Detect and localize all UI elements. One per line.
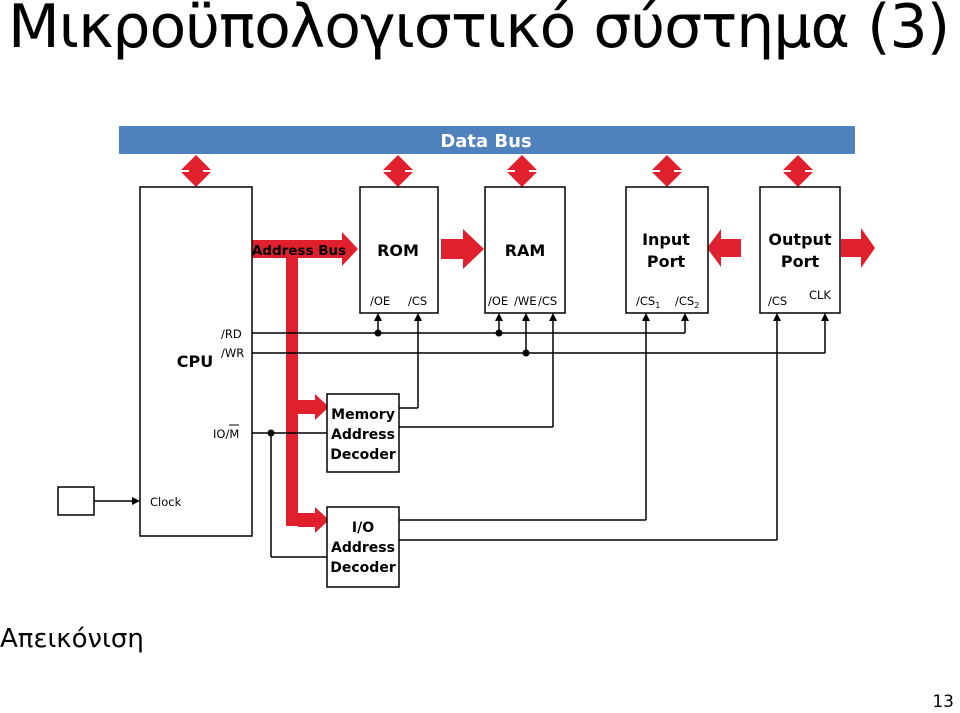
rom-ram-arrow-body (441, 239, 463, 259)
cpu-io-m-label: IO/M (213, 427, 239, 441)
memory-decoder-line2: Address (331, 427, 395, 443)
cpu-data-arrow-shape (181, 155, 211, 187)
cpu-label: CPU (177, 352, 213, 371)
rom-box (359, 186, 439, 314)
cpu-rd-label: /RD (221, 327, 242, 341)
data-bus-arrows (181, 155, 813, 187)
output-port-box (759, 186, 841, 314)
output-port-cs-label: /CS (768, 294, 787, 308)
ram-data-arrow-shape (507, 155, 537, 187)
rom-data-arrow-shape (383, 155, 413, 187)
address-bus (252, 228, 875, 533)
ram-oe-label: /OE (488, 294, 508, 308)
ram-label: RAM (505, 241, 546, 260)
output-port-line1: Output (768, 230, 831, 249)
rom-ram-arrow-head (463, 229, 484, 269)
io-decoder-line2: Address (331, 540, 395, 556)
address-bus-to-mem-decoder (298, 400, 315, 414)
input-port-line1: Input (642, 230, 690, 249)
memory-decoder-box (326, 393, 400, 473)
cpu-wr-label: /WR (221, 346, 244, 360)
input-port-arrow-head (707, 229, 721, 267)
address-bus-to-io-decoder (298, 513, 315, 527)
address-bus-label: Address Bus (252, 243, 346, 259)
io-decoder-line3: Decoder (330, 560, 396, 576)
input-port-line2: Port (647, 252, 686, 271)
data-bus-label: Data Bus (440, 131, 531, 152)
io-decoder-line1: I/O (352, 520, 374, 536)
address-bus-arrow-rom (342, 232, 358, 266)
address-bus-horizontal (252, 240, 342, 258)
output-port-arrow-body (841, 239, 861, 257)
page-number: 13 (932, 692, 954, 712)
address-bus-arrow-io (315, 507, 329, 533)
rom-oe-label: /OE (370, 294, 390, 308)
input-port-arrow-body (721, 239, 741, 257)
ram-cs-label: /CS (538, 294, 557, 308)
output-port-clk-label: CLK (809, 288, 831, 302)
control-wires (94, 316, 826, 558)
memory-decoder-line1: Memory (331, 407, 395, 423)
slide-caption: Απεικόνιση (0, 624, 144, 654)
io-decoder-box (326, 506, 400, 588)
wire-arrowheads (132, 313, 829, 505)
rom-label: ROM (377, 241, 419, 260)
output-port-arrow-head (861, 228, 875, 268)
rom-cs-label: /CS (408, 294, 427, 308)
junction-dots (267, 329, 530, 437)
ram-we-label: /WE (514, 294, 537, 308)
input-data-arrow-shape (652, 155, 682, 187)
ram-box (484, 186, 566, 314)
output-port-line2: Port (781, 252, 820, 271)
cpu-box (139, 186, 253, 537)
output-data-arrow-shape (783, 155, 813, 187)
address-bus-vertical (286, 258, 298, 526)
slide-title: Μικροϋπολογιστικό σύστημα (3) (8, 0, 950, 62)
clock-source-box (57, 486, 95, 516)
address-bus-arrow-mem (315, 394, 329, 420)
input-port-cs2-label: /CS2 (675, 294, 699, 310)
input-port-cs1-label: /CS1 (636, 294, 660, 310)
data-bus-bar (119, 126, 855, 154)
input-port-box (625, 186, 709, 314)
memory-decoder-line3: Decoder (330, 447, 396, 463)
cpu-clock-label: Clock (150, 495, 182, 509)
